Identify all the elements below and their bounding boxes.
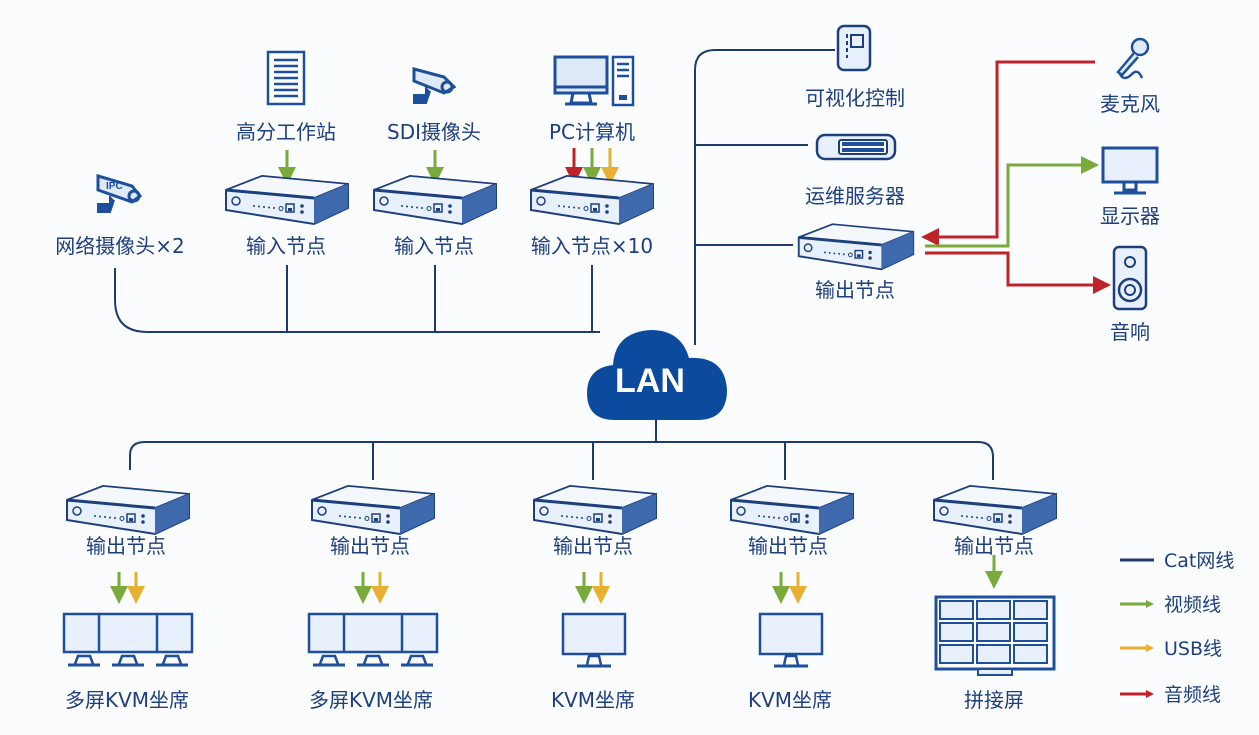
server-icon [815, 133, 897, 161]
cat-line-swatch-icon [1120, 558, 1154, 561]
output-node-right-label: 输出节点 [815, 278, 895, 302]
input-node-label-3: 输入节点×10 [530, 234, 654, 258]
kvm-seat-label-2: 多屏KVM坐席 [308, 688, 434, 712]
cat-cable-bottom-bus [129, 441, 994, 480]
output-node-4 [730, 484, 854, 536]
kvm-seat-label-3: KVM坐席 [550, 688, 636, 712]
pc-icon [553, 55, 635, 107]
tablet-icon [836, 24, 872, 72]
legend-label: 视频线 [1164, 594, 1222, 616]
legend-label: USB线 [1164, 638, 1223, 660]
monitor-icon [1101, 146, 1159, 195]
legend-item-usb: USB线 [1120, 634, 1222, 661]
output-node-label-4: 输出节点 [748, 534, 828, 558]
output-node-label-2: 输出节点 [330, 534, 410, 558]
output-node-label-5: 输出节点 [954, 534, 1034, 558]
video-arrow-swatch-icon [1120, 599, 1154, 608]
audio-cable-microphone [921, 60, 1095, 246]
output-node-label-1: 输出节点 [86, 534, 166, 558]
video-wall-label: 拼接屏 [964, 688, 1024, 712]
audio-arrow-swatch-icon [1120, 689, 1154, 698]
monitor-label: 显示器 [1100, 204, 1160, 228]
speaker-label: 音响 [1110, 320, 1150, 344]
microphone-label: 麦克风 [1100, 92, 1160, 116]
triple-monitor-icon [62, 612, 194, 667]
workstation-label: 高分工作站 [236, 120, 336, 144]
kvm-seat-label-4: KVM坐席 [747, 688, 833, 712]
cat-cable-top-bus [114, 268, 600, 333]
workstation-icon [266, 50, 306, 106]
visual-control-label: 可视化控制 [805, 86, 905, 110]
legend-item-cat: Cat网线 [1120, 546, 1234, 573]
ipc-text: IPC [106, 181, 123, 192]
lan-cloud-icon [587, 330, 727, 420]
usb-arrow-swatch-icon [1120, 643, 1154, 652]
sdi-camera-label: SDI摄像头 [387, 120, 481, 144]
audio-cable-speaker [925, 251, 1111, 294]
output-node-3 [533, 484, 657, 536]
input-node-label-1: 输入节点 [246, 234, 326, 258]
sdi-camera-icon [412, 67, 457, 104]
kvm-seat-label-1: 多屏KVM坐席 [64, 688, 190, 712]
pc-label: PC计算机 [548, 120, 636, 144]
video-wall-icon [934, 595, 1056, 676]
output-node-1 [66, 484, 190, 536]
legend-label: Cat网线 [1164, 550, 1235, 572]
ops-server-label: 运维服务器 [805, 184, 905, 208]
input-node-pc [530, 174, 654, 226]
output-node-5 [933, 484, 1057, 536]
ipc-camera-label: 网络摄像头×2 [55, 234, 185, 258]
microphone-icon [1116, 37, 1150, 80]
lan-label: LAN [615, 362, 685, 400]
input-node-workstation [225, 174, 349, 226]
legend-label: 音频线 [1164, 684, 1222, 706]
output-node-2 [311, 484, 435, 536]
monitor-icon [758, 612, 824, 668]
video-cable-monitor [925, 156, 1099, 248]
triple-monitor-icon [307, 612, 439, 667]
monitor-icon [561, 612, 627, 668]
input-node-label-2: 输入节点 [394, 234, 474, 258]
legend-item-video: 视频线 [1120, 590, 1221, 617]
input-node-sdi [373, 174, 497, 226]
output-node-right [797, 223, 915, 271]
ipc-camera-icon: IPC [96, 173, 143, 213]
speaker-icon [1112, 245, 1148, 311]
legend-item-audio: 音频线 [1120, 680, 1221, 707]
output-node-label-3: 输出节点 [553, 534, 633, 558]
cat-cable-right-trunk [694, 49, 835, 345]
